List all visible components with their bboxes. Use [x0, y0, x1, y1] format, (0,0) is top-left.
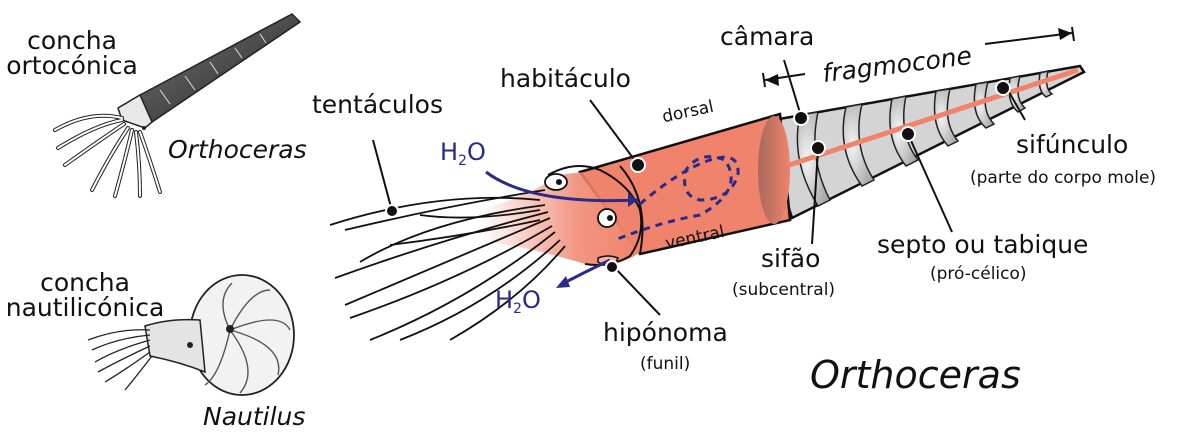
nautiliconic-shell-label: concha nautilicónica	[5, 268, 165, 322]
siphuncle-tube	[779, 67, 1079, 171]
siphuncle-note: (parte do corpo mole)	[970, 168, 1157, 188]
water-circulation	[614, 155, 740, 242]
tentacles-label: tentáculos	[312, 90, 444, 119]
hyponome-note: (funil)	[640, 354, 691, 374]
water-out-label: H2O	[495, 286, 541, 317]
nautilus-genus: Nautilus	[203, 402, 306, 431]
septum-label: septo ou tabique	[877, 230, 1089, 259]
siphon-note: (subcentral)	[732, 280, 836, 300]
siphuncle-label: sifúnculo	[1016, 130, 1129, 159]
orthoceras-small-genus: Orthoceras	[168, 135, 307, 164]
water-in-label: H2O	[440, 138, 486, 169]
orthoconic-shell-label: concha ortocónica	[6, 26, 138, 80]
main-title: Orthoceras	[810, 353, 1021, 397]
nautilus-small-illustration	[87, 274, 295, 396]
siphon-label: sifão	[761, 244, 821, 273]
leader-lines	[372, 59, 1026, 316]
hyponome-label: hipónoma	[603, 318, 728, 347]
leader-dots	[385, 80, 1011, 274]
septum-note: (pró-célico)	[930, 264, 1027, 284]
chamber-label: câmara	[720, 22, 815, 51]
body-chamber-label: habitáculo	[500, 64, 631, 93]
orthoceras-main-illustration	[329, 26, 1086, 341]
tentacles	[329, 189, 566, 341]
orthoceras-small-illustration	[53, 13, 302, 198]
soft-body	[480, 172, 643, 265]
